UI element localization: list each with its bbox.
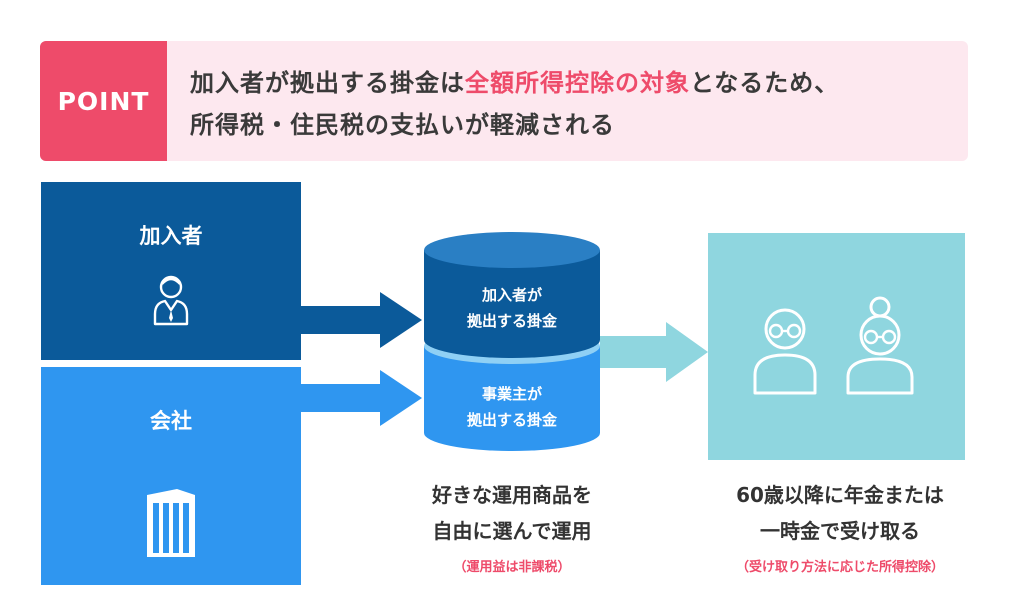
middle-caption-line-2: 自由に選んで運用 bbox=[432, 519, 592, 543]
building-icon bbox=[147, 489, 195, 557]
right-caption-line-2: 一時金で受け取る bbox=[760, 519, 920, 543]
point-text: 加入者が拠出する掛金は全額所得控除の対象となるため、 所得税・住民税の支払いが軽… bbox=[190, 62, 950, 146]
company-label: 会社 bbox=[150, 409, 192, 433]
member-box: 加入者 bbox=[41, 182, 301, 360]
cylinder-top-text: 加入者が 拠出する掛金 bbox=[424, 282, 600, 334]
elderly-woman-icon bbox=[846, 296, 914, 395]
fund-cylinder bbox=[424, 232, 600, 451]
point-line-1-post: となるため、 bbox=[690, 69, 840, 97]
cylinder-top-line-2: 拠出する掛金 bbox=[466, 312, 557, 330]
company-arrow bbox=[300, 370, 422, 426]
cylinder-bottom-line-2: 拠出する掛金 bbox=[466, 411, 557, 429]
right-note: （受け取り方法に応じた所得控除） bbox=[735, 560, 944, 575]
right-caption-line-1: 60歳以降に年金または bbox=[736, 483, 944, 507]
point-line-2: 所得税・住民税の支払いが軽減される bbox=[190, 111, 615, 139]
right-caption: 60歳以降に年金または 一時金で受け取る bbox=[680, 477, 1000, 549]
company-box: 会社 bbox=[41, 367, 301, 585]
middle-note: （運用益は非課税） bbox=[453, 560, 571, 575]
cylinder-bottom-text: 事業主が 拠出する掛金 bbox=[424, 381, 600, 433]
retire-arrow bbox=[600, 322, 708, 382]
point-banner bbox=[40, 41, 968, 161]
point-badge: POINT bbox=[40, 41, 167, 161]
point-line-1: 加入者が拠出する掛金は全額所得控除の対象となるため、 bbox=[190, 62, 950, 104]
middle-caption: 好きな運用商品を 自由に選んで運用 bbox=[390, 477, 634, 549]
point-line-1-highlight: 全額所得控除の対象 bbox=[465, 69, 690, 97]
cylinder-top-line-1: 加入者が bbox=[481, 286, 542, 304]
member-label: 加入者 bbox=[139, 224, 203, 248]
member-arrow bbox=[300, 292, 422, 348]
person-icon bbox=[153, 275, 189, 326]
cylinder-bottom-line-1: 事業主が bbox=[481, 385, 542, 403]
point-line-1-pre: 加入者が拠出する掛金は bbox=[190, 69, 465, 97]
retirees-box bbox=[708, 233, 965, 460]
middle-caption-line-1: 好きな運用商品を bbox=[432, 483, 592, 507]
elderly-man-icon bbox=[753, 308, 817, 395]
